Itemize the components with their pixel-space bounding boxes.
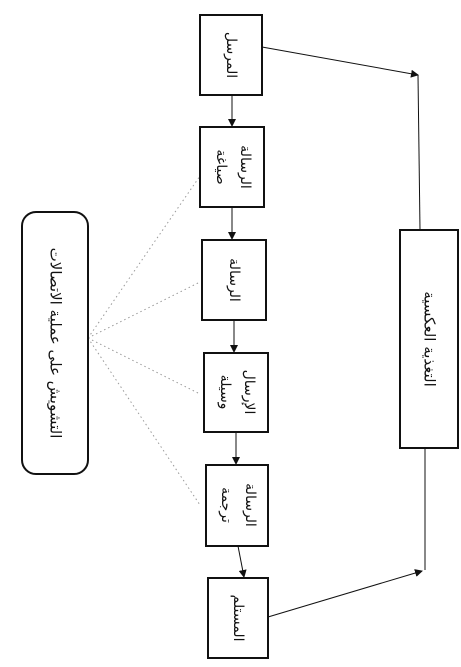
channel-label-line2: الإرسال	[241, 370, 257, 415]
message-label: الرسالة	[226, 258, 242, 302]
receiver-box	[207, 577, 269, 659]
feedback-line-top-vertical	[417, 74, 421, 231]
encoding-label-line1: صياغة	[213, 149, 229, 184]
noise-box	[21, 211, 89, 475]
noise-line-channel	[87, 337, 201, 395]
arrow-decoding-to-receiver	[237, 545, 247, 578]
noise-line-decoding	[87, 337, 201, 506]
encoding-label-line2: الرسالة	[237, 145, 253, 189]
sender-label: المرسل	[223, 32, 239, 78]
decoding-label-line1: ترجمة	[218, 487, 234, 523]
channel-box	[203, 352, 269, 433]
message-box	[201, 239, 267, 321]
decoding-box	[205, 464, 269, 547]
noise-line-message	[87, 281, 201, 339]
feedback-line-sender	[261, 46, 419, 78]
receiver-label: المستلم	[230, 595, 246, 642]
feedback-label: التغذية العكسية	[421, 291, 439, 387]
feedback-line-receiver	[267, 569, 423, 618]
box-labels: المرسل صياغة الرسالة الرسالة وسيلة الإرس…	[47, 32, 439, 642]
noise-lines	[87, 175, 201, 506]
feedback-box	[399, 229, 459, 449]
decoding-label-line2: الرسالة	[242, 483, 258, 527]
encoding-box	[199, 126, 265, 208]
channel-label-line1: وسيلة	[217, 375, 233, 410]
sender-box	[199, 14, 263, 96]
noise-line-encoding	[87, 175, 201, 339]
feedback-loop	[261, 46, 426, 618]
flow-arrows	[228, 95, 247, 578]
noise-label: التشويش على عملية الاتصالات	[47, 248, 65, 439]
process-boxes	[21, 14, 459, 659]
